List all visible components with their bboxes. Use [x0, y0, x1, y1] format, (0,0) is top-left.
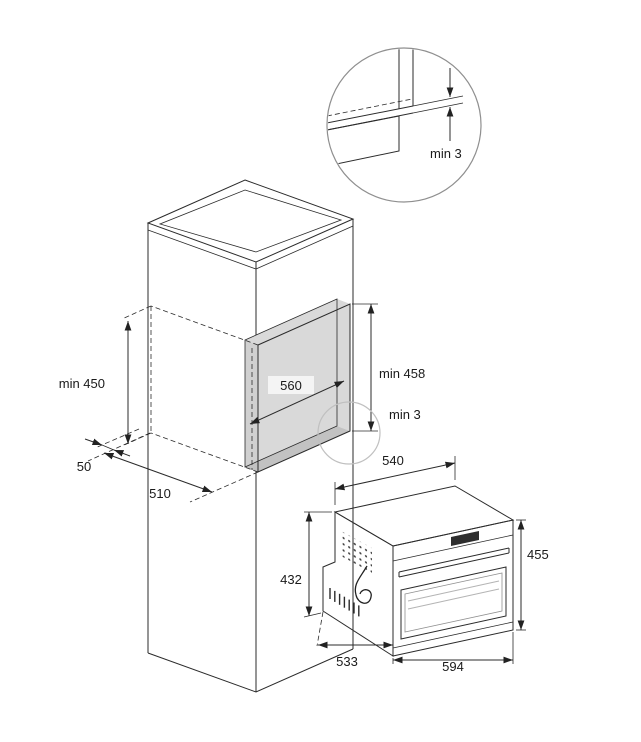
oven-top-face: [333, 485, 515, 547]
ext-line: [303, 612, 322, 618]
label-niche-depth: 510: [149, 486, 171, 501]
dim-line: [101, 444, 115, 451]
display: [451, 531, 479, 546]
door-window-frame: [404, 572, 503, 633]
dim-niche-front-height: min 458: [352, 303, 425, 432]
label-oven-front-width: 594: [442, 659, 464, 674]
glass-reflection: [407, 580, 500, 602]
label-niche-width: 560: [280, 378, 302, 393]
oven-front-face: [392, 519, 514, 657]
dim-oven-front-width: 594: [392, 632, 514, 674]
detail-content: [328, 49, 464, 167]
dim-niche-height: min 450: [59, 305, 152, 447]
oven-side-face: [322, 511, 394, 657]
vent-slots: [329, 588, 360, 617]
hidden-niche-bottom-edge: [150, 432, 259, 473]
niche-back-wall-outline: [244, 298, 338, 468]
label-niche-height: min 450: [59, 376, 105, 391]
door-handle: [398, 547, 510, 573]
label-oven-height: 455: [527, 547, 549, 562]
hidden-edge: [328, 98, 413, 117]
niche-floor: [245, 426, 350, 472]
cabinet-top-face: [146, 179, 355, 263]
label-oven-side-height: 432: [280, 572, 302, 587]
shelf-bottom-edge: [328, 112, 414, 131]
ext-line: [121, 305, 152, 320]
dim-oven-top-width: 540: [334, 453, 456, 505]
dim-line: [334, 461, 456, 491]
shelf-top-edge: [328, 105, 414, 124]
label-background: [268, 376, 314, 394]
label-rear-clearance: 50: [77, 459, 91, 474]
door-handle: [398, 552, 510, 578]
door-window: [400, 566, 507, 640]
ext-line: [316, 611, 324, 647]
niche: [150, 298, 351, 473]
panel-cross-section: [328, 115, 400, 167]
niche-opening-outline: [257, 303, 351, 473]
dim-oven-height: 455: [516, 519, 549, 631]
detail-callout: min 3: [326, 47, 482, 203]
dim-niche-depth: 510: [87, 432, 259, 503]
niche-right-wall: [337, 299, 350, 431]
label-niche-front-height: min 458: [379, 366, 425, 381]
label-oven-top-width: 540: [382, 453, 404, 468]
ext-line: [87, 432, 151, 462]
label-oven-side-depth: 533: [336, 654, 358, 669]
dim-rear-clearance: 50: [77, 428, 140, 474]
cabinet-top-inner-edge: [158, 189, 343, 253]
dim-line: [249, 380, 345, 425]
control-panel-edge: [392, 534, 514, 562]
niche-left-wall: [245, 340, 258, 472]
cabinet: [146, 179, 355, 693]
dim-oven-side-height: 432: [280, 511, 332, 618]
glass-reflection: [407, 588, 500, 610]
ext-line: [189, 471, 259, 503]
vent-holes: [341, 531, 372, 573]
dim-arrow: [84, 438, 103, 446]
detail-circle: [326, 47, 482, 203]
dim-oven-side-depth: 533: [316, 611, 394, 669]
dim-arrow: [113, 449, 131, 457]
panel-thickness-edge: [255, 225, 354, 270]
dim-niche-width: 560: [249, 376, 345, 425]
cabinet-bottom-edge: [147, 648, 354, 693]
label-niche-gap: min 3: [389, 407, 421, 422]
door-bottom-edge: [392, 621, 514, 649]
hidden-niche-top-edge: [150, 305, 259, 346]
label-detail-gap: min 3: [430, 146, 462, 161]
dim-line: [103, 452, 213, 493]
ext-line: [412, 95, 464, 107]
power-cord: [354, 565, 372, 604]
ext-line: [412, 102, 464, 114]
panel-thickness-edge: [147, 229, 257, 270]
oven: [322, 485, 515, 657]
